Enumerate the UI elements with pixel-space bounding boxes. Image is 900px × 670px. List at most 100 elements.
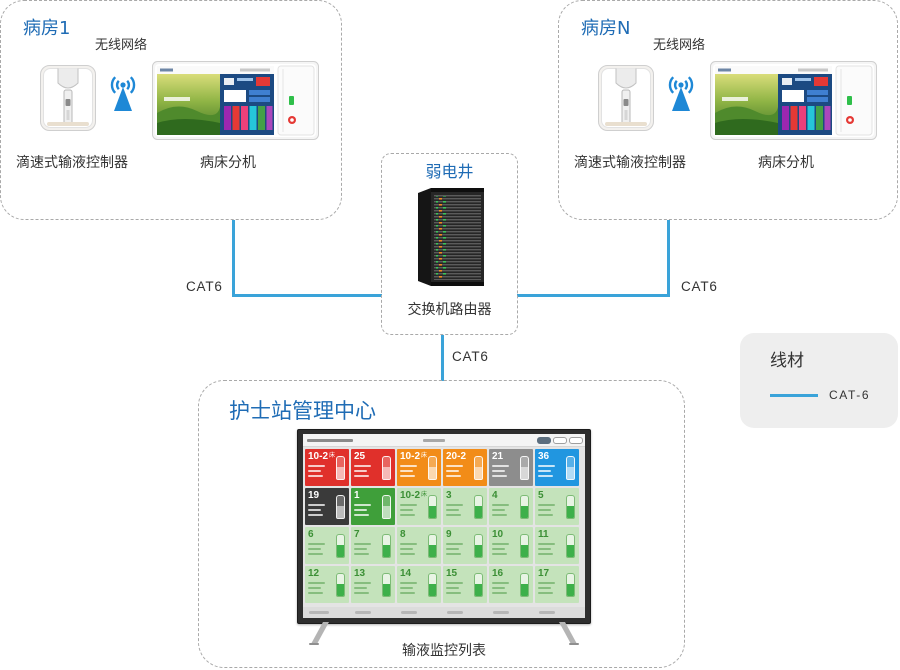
bed-number-value: 19	[308, 490, 320, 501]
bed-number: 4	[492, 490, 498, 501]
bedside-terminal-icon	[152, 61, 319, 140]
cable-line-ward-n-vertical	[667, 220, 670, 297]
infusion-bottle-icon	[474, 456, 483, 480]
bed-number-value: 10	[492, 529, 504, 540]
tile-detail-placeholder	[308, 504, 325, 506]
bed-number-value: 20-2	[446, 451, 467, 462]
tile-detail-placeholder	[492, 553, 507, 555]
tile-detail-placeholder	[354, 470, 367, 472]
tile-detail-placeholder	[538, 470, 551, 472]
tile-detail-placeholder	[492, 548, 505, 550]
bed-number: 9	[446, 529, 452, 540]
bed-number-value: 17	[538, 568, 550, 579]
infusion-bottle-icon	[428, 573, 437, 597]
bed-number: 36	[538, 451, 549, 462]
tile-detail-placeholder	[354, 582, 371, 584]
cable-label-right: CAT6	[681, 279, 718, 294]
tile-detail-placeholder	[354, 553, 369, 555]
bed-tile: 13	[351, 566, 395, 603]
bed-tile: 25	[351, 449, 395, 486]
bed-number-value: 3	[446, 490, 452, 501]
tile-detail-placeholder	[538, 553, 553, 555]
infusion-liquid	[521, 544, 528, 557]
weak-current-shaft-zone: 弱电井 交换机路由器	[381, 153, 518, 335]
bed-number-value: 7	[354, 529, 360, 540]
bed-number: 25	[354, 451, 365, 462]
tile-detail-placeholder	[446, 543, 463, 545]
terminal-label: 病床分机	[758, 155, 814, 171]
tile-detail-placeholder	[492, 543, 509, 545]
tile-detail-placeholder	[446, 514, 461, 516]
bed-number: 19	[308, 490, 319, 501]
infusion-liquid	[337, 583, 344, 596]
infusion-bottle-icon	[566, 573, 575, 597]
bed-number-value: 9	[446, 529, 452, 540]
wireless-signal-icon	[105, 71, 141, 113]
monitor-label: 输液监控列表	[402, 643, 486, 659]
infusion-liquid	[383, 505, 390, 518]
legend-cable-label: CAT-6	[829, 388, 871, 402]
tile-detail-placeholder	[446, 465, 463, 467]
tile-detail-placeholder	[308, 465, 325, 467]
bed-number-value: 36	[538, 451, 550, 462]
tile-detail-placeholder	[400, 514, 415, 516]
infusion-bottle-icon	[428, 456, 437, 480]
footer-text-placeholder	[401, 611, 417, 614]
infusion-bottle-icon	[382, 534, 391, 558]
tile-detail-placeholder	[400, 543, 417, 545]
infusion-liquid	[567, 505, 574, 518]
infusion-liquid	[475, 505, 482, 518]
infusion-bottle-icon	[336, 456, 345, 480]
bed-number-value: 14	[400, 568, 412, 579]
tile-detail-placeholder	[354, 509, 367, 511]
ward-zone-n: 病房N 无线网络	[558, 0, 898, 220]
tile-detail-placeholder	[538, 587, 551, 589]
infusion-bottle-icon	[382, 573, 391, 597]
infusion-liquid	[337, 505, 344, 518]
bed-number-value: 16	[492, 568, 504, 579]
tile-detail-placeholder	[446, 553, 461, 555]
bed-number: 14	[400, 568, 411, 579]
tile-detail-placeholder	[538, 514, 553, 516]
bed-number: 10-2床	[400, 451, 427, 462]
tile-detail-placeholder	[538, 475, 553, 477]
bed-number: 10-2床	[308, 451, 335, 462]
tile-detail-placeholder	[538, 548, 551, 550]
infusion-liquid	[337, 544, 344, 557]
tile-detail-placeholder	[538, 592, 553, 594]
tile-detail-placeholder	[492, 582, 509, 584]
footer-text-placeholder	[355, 611, 371, 614]
wireless-network-label: 无线网络	[653, 38, 706, 53]
bed-number: 1	[354, 490, 360, 501]
tile-detail-placeholder	[538, 509, 551, 511]
bed-number-value: 4	[492, 490, 498, 501]
tile-detail-placeholder	[492, 587, 505, 589]
header-text-placeholder	[307, 439, 353, 442]
infusion-liquid	[475, 544, 482, 557]
infusion-liquid	[521, 466, 528, 479]
tile-detail-placeholder	[354, 587, 367, 589]
terminal-label: 病床分机	[200, 155, 256, 171]
bed-number-value: 10-2	[400, 451, 421, 462]
tile-detail-placeholder	[354, 543, 371, 545]
tile-detail-placeholder	[354, 475, 369, 477]
bed-tile: 14	[397, 566, 441, 603]
cable-label-left: CAT6	[186, 279, 223, 294]
infusion-bottle-icon	[336, 495, 345, 519]
footer-text-placeholder	[493, 611, 509, 614]
bed-tile: 36	[535, 449, 579, 486]
bed-number: 6	[308, 529, 314, 540]
cable-line-station-vertical	[441, 335, 444, 381]
tile-detail-placeholder	[308, 514, 323, 516]
cable-line-ward-1-horizontal	[232, 294, 382, 297]
switch-router-label: 交换机路由器	[407, 302, 492, 318]
bed-tile: 4	[489, 488, 533, 525]
infusion-liquid	[567, 466, 574, 479]
bed-tile: 7	[351, 527, 395, 564]
bed-tile: 19	[305, 488, 349, 525]
legend-title: 线材	[770, 351, 804, 371]
bed-number-value: 1	[354, 490, 360, 501]
bed-number: 7	[354, 529, 360, 540]
